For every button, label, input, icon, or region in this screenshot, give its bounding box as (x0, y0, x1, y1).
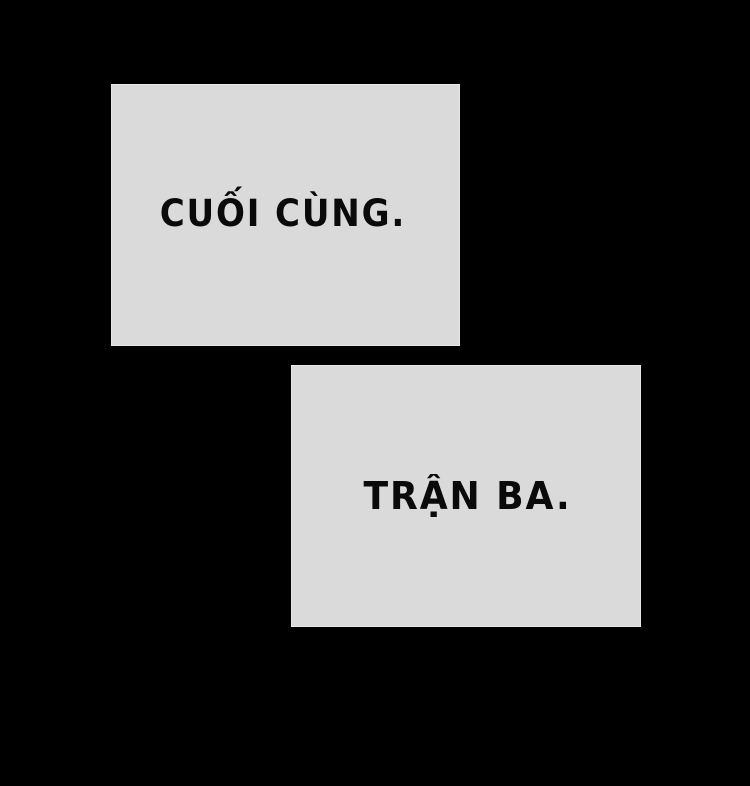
caption-text-2: TRẬN BA. (363, 474, 573, 518)
caption-box-2: TRẬN BA. (291, 365, 641, 627)
caption-text-1: CUỐI CÙNG. (159, 191, 406, 235)
caption-box-1: CUỐI CÙNG. (111, 84, 460, 346)
